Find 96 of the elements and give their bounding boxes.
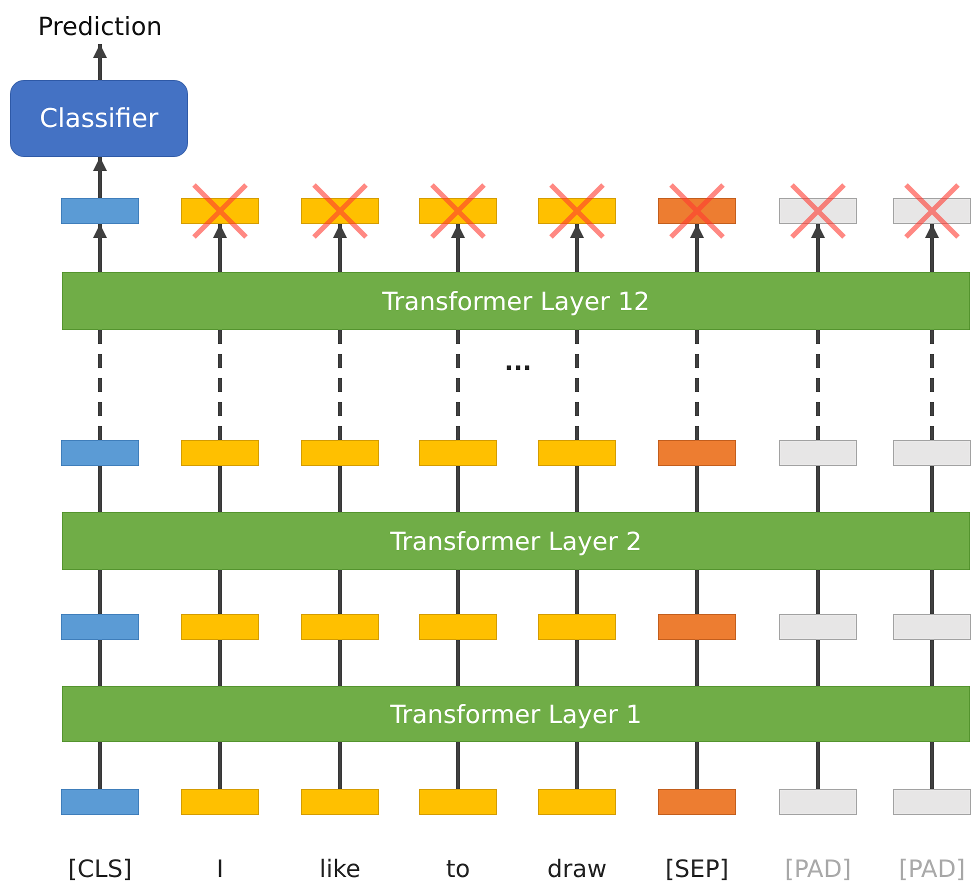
connector-line <box>456 742 460 789</box>
connector-line <box>575 570 579 614</box>
token-embedding-bar <box>658 789 736 815</box>
transformer-layer-bar: Transformer Layer 2 <box>62 512 970 570</box>
connector-line <box>338 742 342 789</box>
token-embedding-bar <box>419 789 497 815</box>
connector-line <box>218 570 222 614</box>
token-word: [SEP] <box>665 855 729 883</box>
transformer-layer-bar: Transformer Layer 1 <box>62 686 970 742</box>
connector-line <box>456 570 460 614</box>
token-embedding-bar <box>61 440 139 466</box>
token-embedding-bar <box>538 614 616 640</box>
token-embedding-bar <box>419 614 497 640</box>
token-word: [CLS] <box>68 855 132 883</box>
connector-line <box>695 742 699 789</box>
connector-line <box>930 742 934 789</box>
classifier-box: Classifier <box>10 80 188 157</box>
connector-line <box>338 640 342 686</box>
arrow <box>93 157 107 198</box>
connector-line <box>930 466 934 512</box>
token-embedding-bar <box>181 789 259 815</box>
token-embedding-bar <box>301 198 379 224</box>
arrow <box>451 224 465 272</box>
output-label: Prediction <box>20 8 180 44</box>
connector-line <box>930 570 934 614</box>
token-embedding-bar <box>893 440 971 466</box>
arrow <box>93 44 107 80</box>
connector-line <box>218 466 222 512</box>
arrow <box>570 224 584 272</box>
dashed-connector <box>695 330 699 440</box>
transformer-layer-bar: Transformer Layer 12 <box>62 272 970 330</box>
token-word: I <box>216 855 224 883</box>
connector-line <box>456 640 460 686</box>
connector-line <box>816 466 820 512</box>
token-embedding-bar <box>419 440 497 466</box>
token-embedding-bar <box>538 198 616 224</box>
arrow <box>925 224 939 272</box>
connector-line <box>338 466 342 512</box>
token-embedding-bar <box>538 440 616 466</box>
token-word: [PAD] <box>784 855 852 883</box>
token-embedding-bar <box>779 614 857 640</box>
connector-line <box>98 570 102 614</box>
token-embedding-bar <box>658 198 736 224</box>
token-word: to <box>446 855 470 883</box>
arrow <box>690 224 704 272</box>
token-embedding-bar <box>893 198 971 224</box>
connector-line <box>218 742 222 789</box>
connector-line <box>930 640 934 686</box>
connector-line <box>456 466 460 512</box>
connector-line <box>575 742 579 789</box>
connector-line <box>695 466 699 512</box>
connector-line <box>218 640 222 686</box>
token-embedding-bar <box>658 614 736 640</box>
connector-line <box>98 640 102 686</box>
connector-line <box>695 640 699 686</box>
dashed-connector <box>338 330 342 440</box>
ellipsis-text: ... <box>504 348 532 376</box>
token-embedding-bar <box>61 614 139 640</box>
arrow <box>93 224 107 272</box>
connector-line <box>575 466 579 512</box>
token-embedding-bar <box>658 440 736 466</box>
token-word: [PAD] <box>898 855 966 883</box>
token-embedding-bar <box>779 789 857 815</box>
connector-line <box>816 742 820 789</box>
connector-line <box>816 640 820 686</box>
token-embedding-bar <box>181 198 259 224</box>
dashed-connector <box>218 330 222 440</box>
arrow <box>333 224 347 272</box>
connector-line <box>575 640 579 686</box>
token-embedding-bar <box>61 198 139 224</box>
token-word: draw <box>547 855 607 883</box>
arrow <box>811 224 825 272</box>
token-embedding-bar <box>181 614 259 640</box>
dashed-connector <box>456 330 460 440</box>
connector-line <box>816 570 820 614</box>
token-embedding-bar <box>538 789 616 815</box>
connector-line <box>98 742 102 789</box>
dashed-connector <box>930 330 934 440</box>
dashed-connector <box>816 330 820 440</box>
arrow <box>213 224 227 272</box>
token-embedding-bar <box>301 789 379 815</box>
connector-line <box>98 466 102 512</box>
token-embedding-bar <box>301 614 379 640</box>
token-embedding-bar <box>419 198 497 224</box>
dashed-connector <box>98 330 102 440</box>
dashed-connector <box>575 330 579 440</box>
connector-line <box>695 570 699 614</box>
token-embedding-bar <box>61 789 139 815</box>
token-embedding-bar <box>779 198 857 224</box>
token-word: like <box>319 855 361 883</box>
token-embedding-bar <box>893 614 971 640</box>
token-embedding-bar <box>181 440 259 466</box>
token-embedding-bar <box>301 440 379 466</box>
token-embedding-bar <box>779 440 857 466</box>
token-embedding-bar <box>893 789 971 815</box>
connector-line <box>338 570 342 614</box>
